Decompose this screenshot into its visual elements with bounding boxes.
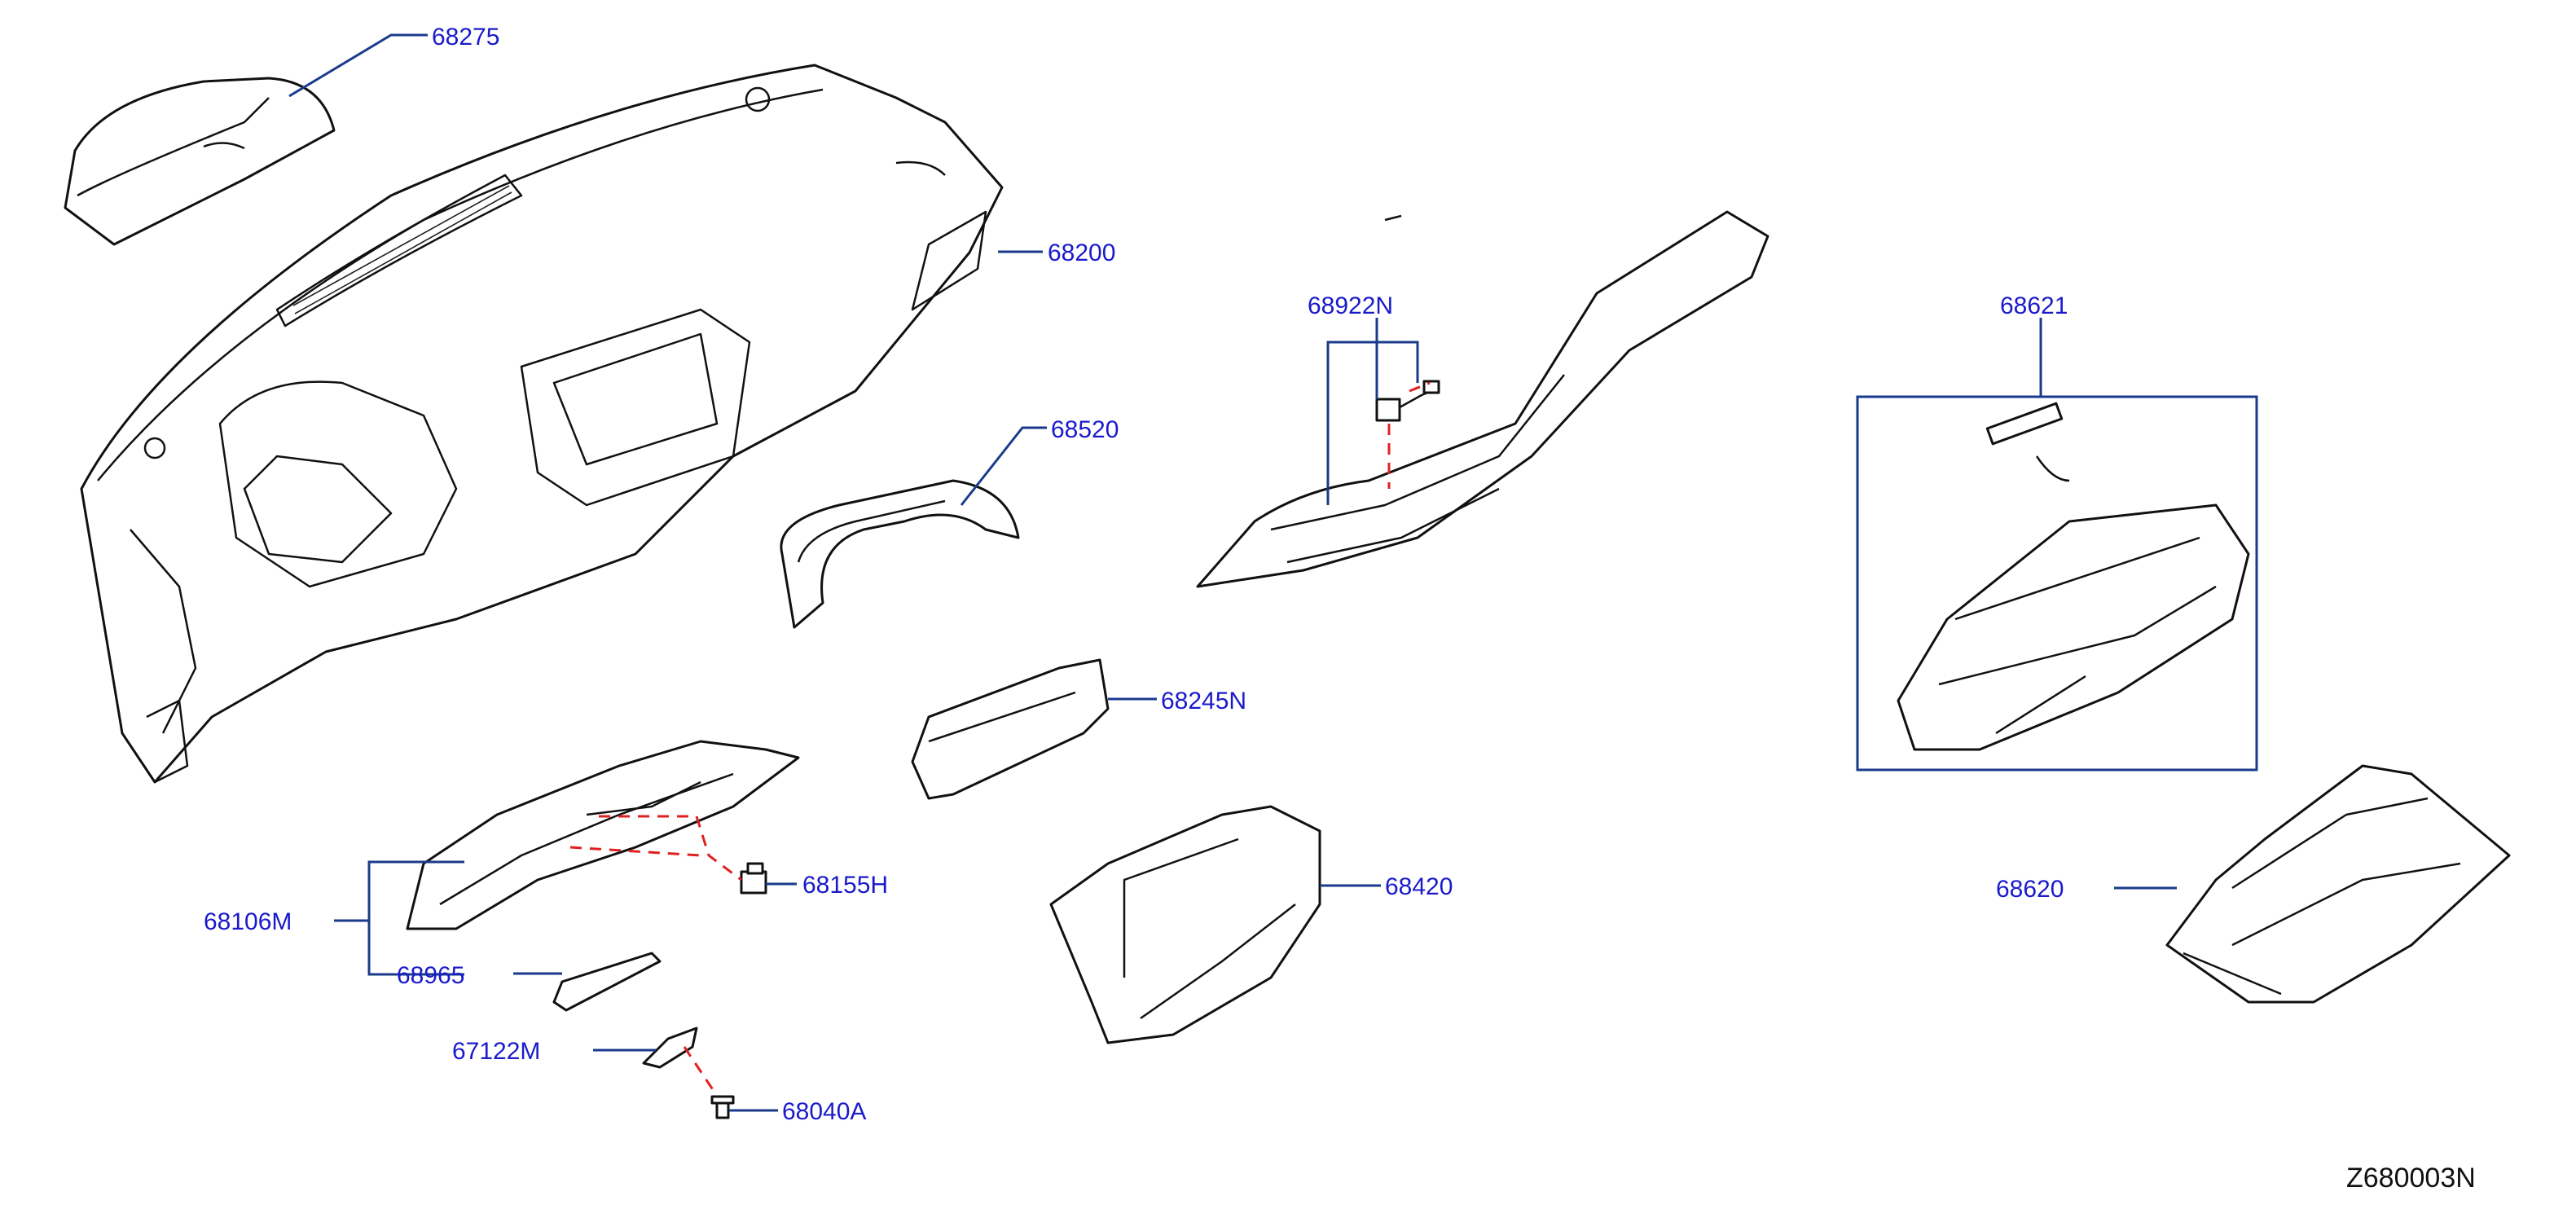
part-68420-lower-cover: [1049, 805, 1321, 1044]
part-68155H-clip: [740, 862, 767, 895]
diagram-id: Z680003N: [2346, 1163, 2476, 1194]
callout-68420: 68420: [1385, 873, 1453, 900]
callout-68520: 68520: [1051, 416, 1119, 443]
part-68106M-lid-frame: [406, 740, 800, 930]
part-68922N-connector: [1375, 380, 1440, 422]
callout-68106M: 68106M: [204, 908, 292, 935]
part-68922N-lower-panel: [1196, 210, 1769, 588]
part-68965-bar: [552, 952, 662, 1012]
callout-68040A: 68040A: [782, 1098, 866, 1125]
part-68200-instrument-panel: [80, 64, 1004, 784]
part-68620-glove-box: [2165, 764, 2511, 1004]
dashed-link-68922N: [1387, 381, 1431, 489]
callout-68200: 68200: [1048, 240, 1115, 266]
callout-67122M: 67122M: [452, 1038, 540, 1065]
dashed-link-68155H: [569, 815, 742, 881]
bracket-68922N: [1326, 318, 1419, 505]
callout-68155H: 68155H: [802, 872, 888, 899]
part-67122M-bracket: [642, 1027, 698, 1069]
part-68275-cover: [64, 77, 336, 246]
bracket-68106M: [334, 860, 464, 976]
part-68520-bezel: [780, 479, 1020, 629]
part-68245N-strip: [911, 658, 1110, 800]
callout-68245N: 68245N: [1161, 688, 1246, 714]
bracket-68621: [1856, 395, 2258, 772]
callout-68965: 68965: [397, 962, 464, 989]
leader-68520: [960, 426, 1047, 506]
callout-68275: 68275: [432, 24, 499, 51]
part-68621-glovebox-assembly: [1897, 402, 2250, 751]
dashed-link-68040A: [683, 1046, 719, 1097]
callout-68620: 68620: [1996, 876, 2064, 903]
callout-68922N: 68922N: [1308, 292, 1393, 319]
leader-68275: [288, 33, 428, 98]
callout-68621: 68621: [2000, 292, 2068, 319]
part-68040A-screw: [710, 1095, 735, 1119]
